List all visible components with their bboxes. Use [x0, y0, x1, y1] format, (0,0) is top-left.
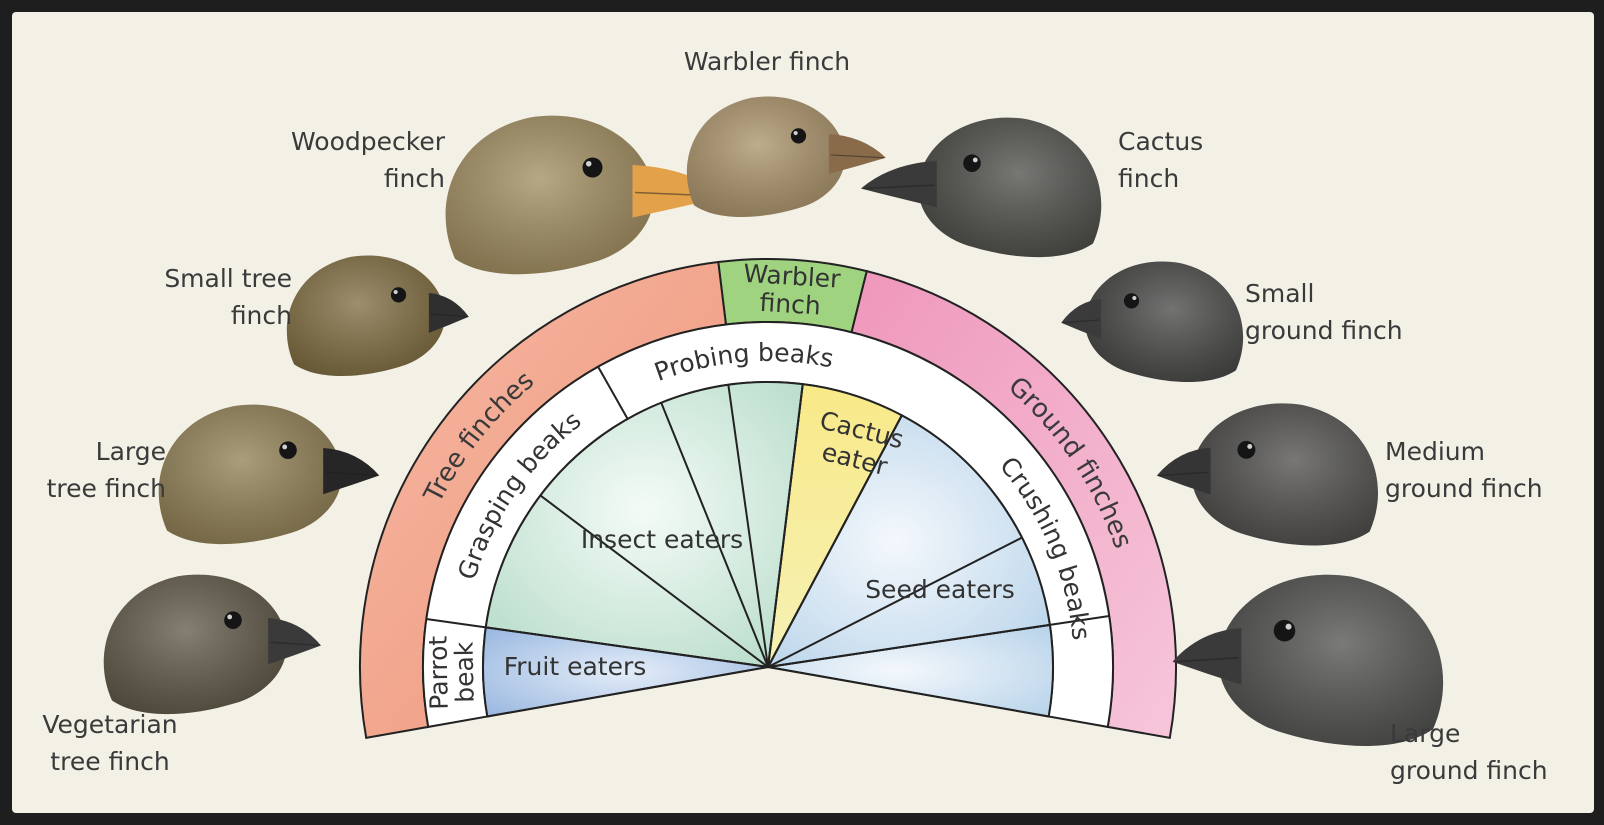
label-warbler-finch: Warbler finch	[684, 47, 850, 76]
label-seed-eaters: Seed eaters	[865, 575, 1015, 604]
label-fruit-eaters: Fruit eaters	[504, 652, 647, 681]
label-insect-eaters: Insect eaters	[581, 525, 743, 554]
label-parrot-beak: Parrotbeak	[423, 635, 479, 710]
